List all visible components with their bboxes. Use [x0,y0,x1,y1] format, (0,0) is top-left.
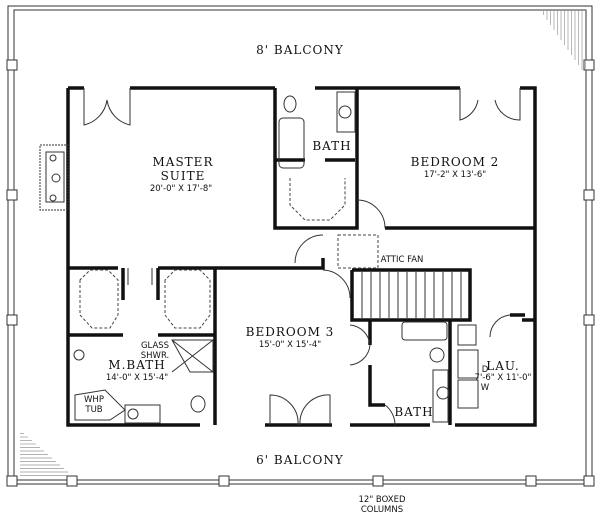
roof-hatch [20,10,586,476]
stairs[interactable] [361,272,462,318]
label-master-suite-1: MASTER [153,155,214,169]
label-washer: W [481,383,490,393]
label-balcony-top: 8' BALCONY [256,43,344,57]
label-master-suite-2: SUITE [161,169,206,183]
label-bedroom-2: BEDROOM 2 [411,155,500,169]
label-laundry: LAU. [486,359,519,373]
label-glass-shower-2: SHWR. [141,351,170,361]
label-whp-tub-1: WHP [84,395,104,405]
dims-laundry: 7'-6" X 11'-0" [475,373,532,383]
sink [338,105,352,119]
boxed-columns [6,59,595,487]
label-bath-lower: BATH [394,405,433,419]
dims-master-suite: 20'-0" X 17'-8" [150,184,212,194]
whirlpool-tub [74,389,126,421]
dims-bedroom-3: 15'-0" X 15'-4" [259,340,321,350]
label-bedroom-3: BEDROOM 3 [246,325,335,339]
bathtub [278,117,305,169]
label-dryer: D [482,365,489,375]
vanity [336,91,356,133]
balcony-railing [6,5,595,487]
label-bath-upper: BATH [312,139,351,153]
interior-walls [68,88,535,425]
toilet [283,95,297,113]
label-attic-fan: ATTIC FAN [381,255,424,265]
dims-bedroom-2: 17'-2" X 13'-6" [424,170,486,180]
fireplace [39,144,69,211]
fixtures [73,91,479,424]
label-glass-shower-1: GLASS [141,341,169,351]
note-columns-1: 12" BOXED [359,495,406,505]
label-whp-tub-2: TUB [84,405,102,415]
note-columns-2: COLUMNS [361,505,403,515]
label-balcony-bottom: 6' BALCONY [256,453,344,467]
doors [83,88,521,426]
dims-master-bath: 14'-0" X 15'-4" [106,373,168,383]
exterior-walls [66,86,537,427]
label-master-bath: M.BATH [108,358,165,372]
